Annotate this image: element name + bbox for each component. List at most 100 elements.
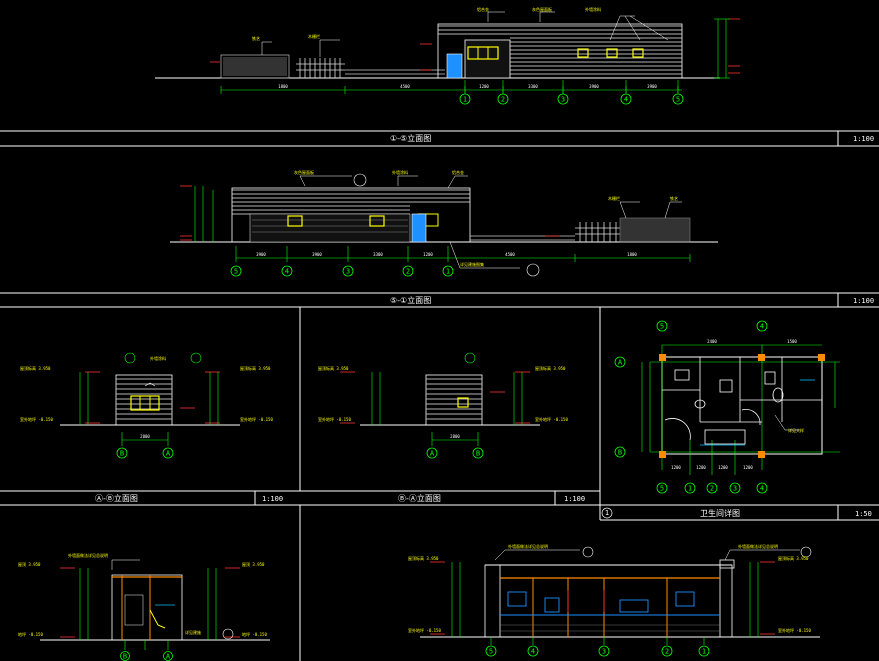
elevation-5-1: 3900 3900 3300 1200 4500 1800 灰色屋面板 外墙涂料…	[170, 169, 718, 277]
svg-text:屋顶 3.950: 屋顶 3.950	[18, 561, 41, 567]
elevation-1-5: 1800 4500 1200 3300 3900 3900 铝合金 灰色屋面板 …	[155, 6, 740, 94]
grid-axis-label: 5	[234, 268, 238, 276]
grid-bubble	[614, 446, 626, 458]
svg-text:木栅栏: 木栅栏	[608, 195, 620, 201]
svg-text:屋顶标高 3.950: 屋顶标高 3.950	[535, 365, 566, 371]
svg-text:1200: 1200	[696, 465, 706, 470]
grid-bubble	[672, 93, 684, 105]
grid-bubble	[281, 265, 293, 277]
grid-bubble	[614, 356, 626, 368]
elevation-b-a: 2800 屋顶标高 3.950 室外地坪 -0.150 屋顶标高 3.950 室…	[318, 352, 568, 446]
svg-text:木栅栏: 木栅栏	[308, 33, 320, 39]
svg-text:地坪 -0.150: 地坪 -0.150	[18, 631, 43, 637]
grid-axis-label: A	[166, 653, 171, 661]
svg-text:铝合金: 铝合金	[452, 169, 464, 175]
grid-axis-label: B	[618, 449, 622, 457]
svg-text:屋顶标高 3.950: 屋顶标高 3.950	[408, 555, 439, 561]
elevation-a-b: 2800 屋顶标高 3.950 室外地坪 -0.150 屋顶标高 3.950 室…	[20, 352, 273, 446]
grid-axis-label: B	[123, 653, 127, 661]
grid-axis-label: 1	[702, 648, 706, 656]
svg-text:屋顶标高 3.950: 屋顶标高 3.950	[318, 365, 349, 371]
grid-axis-label: 4	[285, 268, 289, 276]
panel-scale-4: 1:100	[564, 495, 585, 503]
grid-bubble	[698, 645, 710, 657]
svg-text:2400: 2400	[707, 339, 717, 344]
grid-axis-label: 3	[346, 268, 350, 276]
panel-title-5: 卫生间详图	[700, 508, 740, 518]
grid-axis-label: 1	[688, 485, 692, 493]
svg-text:1500: 1500	[787, 339, 797, 344]
grid-axis-label: 2	[665, 648, 669, 656]
grid-axis-label: 5	[660, 485, 664, 493]
grid-axis-label: 5	[489, 648, 493, 656]
panel-title-2: ⑤-①立面图	[390, 295, 431, 305]
svg-text:屋顶标高 3.950: 屋顶标高 3.950	[20, 365, 51, 371]
grid-bubble	[661, 645, 673, 657]
svg-text:外墙面做法详见总说明: 外墙面做法详见总说明	[68, 552, 108, 558]
svg-text:铝合金: 铝合金	[477, 6, 489, 12]
svg-text:4500: 4500	[400, 84, 410, 89]
svg-text:灰色屋面板: 灰色屋面板	[532, 6, 552, 12]
svg-text:1200: 1200	[423, 252, 433, 257]
grid-bubble	[116, 447, 128, 459]
svg-text:室外地坪 -0.150: 室外地坪 -0.150	[778, 627, 811, 633]
svg-text:外墙面做法详见总说明: 外墙面做法详见总说明	[508, 543, 548, 549]
svg-text:2800: 2800	[450, 434, 460, 439]
toilet-detail-plan: 2400 1500 1200 1200 1200 1200 详见大样	[641, 339, 840, 475]
panel-scale-3: 1:100	[262, 495, 283, 503]
section-left: 外墙面做法详见总说明 详见建施 屋顶 3.950 地坪 -0.150 屋顶 3.…	[18, 552, 270, 650]
svg-text:3900: 3900	[647, 84, 657, 89]
svg-text:1200: 1200	[479, 84, 489, 89]
grid-axis-label: 3	[733, 485, 737, 493]
svg-text:详见建施: 详见建施	[185, 629, 201, 635]
svg-text:2800: 2800	[140, 434, 150, 439]
grid-bubble	[706, 482, 718, 494]
grid-axis-label: 1	[463, 96, 467, 104]
grid-bubble	[756, 482, 768, 494]
panel-scale-5: 1:50	[855, 510, 872, 518]
panel-scale-2: 1:100	[853, 297, 874, 305]
grid-bubble	[557, 93, 569, 105]
grid-bubble	[756, 320, 768, 332]
svg-text:灰色屋面板: 灰色屋面板	[294, 169, 314, 175]
grid-bubble	[620, 93, 632, 105]
svg-text:室外地坪 -0.150: 室外地坪 -0.150	[240, 416, 273, 422]
svg-text:铁艺: 铁艺	[670, 195, 678, 201]
grid-bubble	[656, 320, 668, 332]
grid-axis-label: 4	[760, 485, 764, 493]
grid-bubble	[162, 447, 174, 459]
panel-scale-1: 1:100	[853, 135, 874, 143]
panel-title-3: Ⓐ-Ⓑ立面图	[95, 493, 138, 503]
svg-text:屋顶标高 3.950: 屋顶标高 3.950	[240, 365, 271, 371]
svg-text:1800: 1800	[278, 84, 288, 89]
svg-text:室外地坪 -0.150: 室外地坪 -0.150	[408, 627, 441, 633]
grid-bubble	[729, 482, 741, 494]
svg-text:3900: 3900	[256, 252, 266, 257]
svg-text:屋顶标高 3.950: 屋顶标高 3.950	[778, 555, 809, 561]
grid-bubble	[684, 482, 696, 494]
svg-text:外墙涂料: 外墙涂料	[585, 6, 601, 12]
svg-text:室外地坪 -0.150: 室外地坪 -0.150	[20, 416, 53, 422]
grid-axis-label: 2	[406, 268, 410, 276]
grid-axis-label: 4	[760, 323, 764, 331]
detail-number: 1	[605, 509, 609, 517]
grid-bubble	[472, 447, 484, 459]
grid-axis-label: 2	[501, 96, 505, 104]
svg-text:地坪 -0.150: 地坪 -0.150	[242, 631, 267, 637]
svg-text:铁艺: 铁艺	[252, 35, 260, 41]
grid-bubble	[656, 482, 668, 494]
svg-text:外墙涂料: 外墙涂料	[150, 355, 166, 361]
grid-bubble	[485, 645, 497, 657]
grid-axis-label: 5	[676, 96, 680, 104]
svg-text:1200: 1200	[671, 465, 681, 470]
grid-axis-label: 3	[561, 96, 565, 104]
grid-axis-label: 1	[446, 268, 450, 276]
svg-text:1800: 1800	[627, 252, 637, 257]
grid-bubble	[426, 447, 438, 459]
grid-bubble	[598, 645, 610, 657]
